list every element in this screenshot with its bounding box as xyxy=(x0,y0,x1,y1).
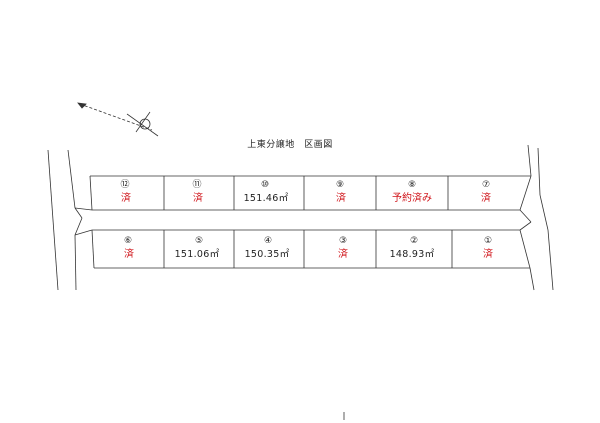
lot-status: 済 xyxy=(336,193,346,204)
lot-number: ⑨ xyxy=(335,180,345,190)
lot-number: ⑤ xyxy=(194,236,204,246)
top-lot-row-outline xyxy=(89,175,532,211)
lot-status: 済 xyxy=(483,249,493,260)
lot-number: ⑪ xyxy=(192,180,202,190)
lot-status: 済 xyxy=(338,249,348,260)
map-title: 上東分譲地 区画図 xyxy=(247,140,333,150)
lot-status: 済 xyxy=(121,193,131,204)
lot-area: 151.46㎡ xyxy=(243,193,289,204)
lot-area: 148.93㎡ xyxy=(389,249,435,260)
right-road-lines xyxy=(519,144,554,291)
north-arrow-icon xyxy=(77,102,159,137)
lot-number: ③ xyxy=(338,236,348,246)
lot-number: ④ xyxy=(263,236,273,246)
lot-status: 済 xyxy=(481,193,491,204)
lot-area: 151.06㎡ xyxy=(174,249,220,260)
lot-number: ⑧ xyxy=(407,180,417,190)
lot-area: 150.35㎡ xyxy=(244,249,290,260)
lot-status: 済 xyxy=(124,249,134,260)
lot-number: ① xyxy=(483,236,493,246)
lot-number: ② xyxy=(409,236,419,246)
left-road-lines xyxy=(47,149,93,291)
lot-number: ⑫ xyxy=(120,180,130,190)
lot-status: 予約済み xyxy=(392,193,432,204)
bottom-lot-row-outline xyxy=(91,229,531,269)
lot-status: 済 xyxy=(193,193,203,204)
lot-number: ⑦ xyxy=(481,180,491,190)
lot-number: ⑩ xyxy=(260,180,270,190)
lot-number: ⑥ xyxy=(123,236,133,246)
